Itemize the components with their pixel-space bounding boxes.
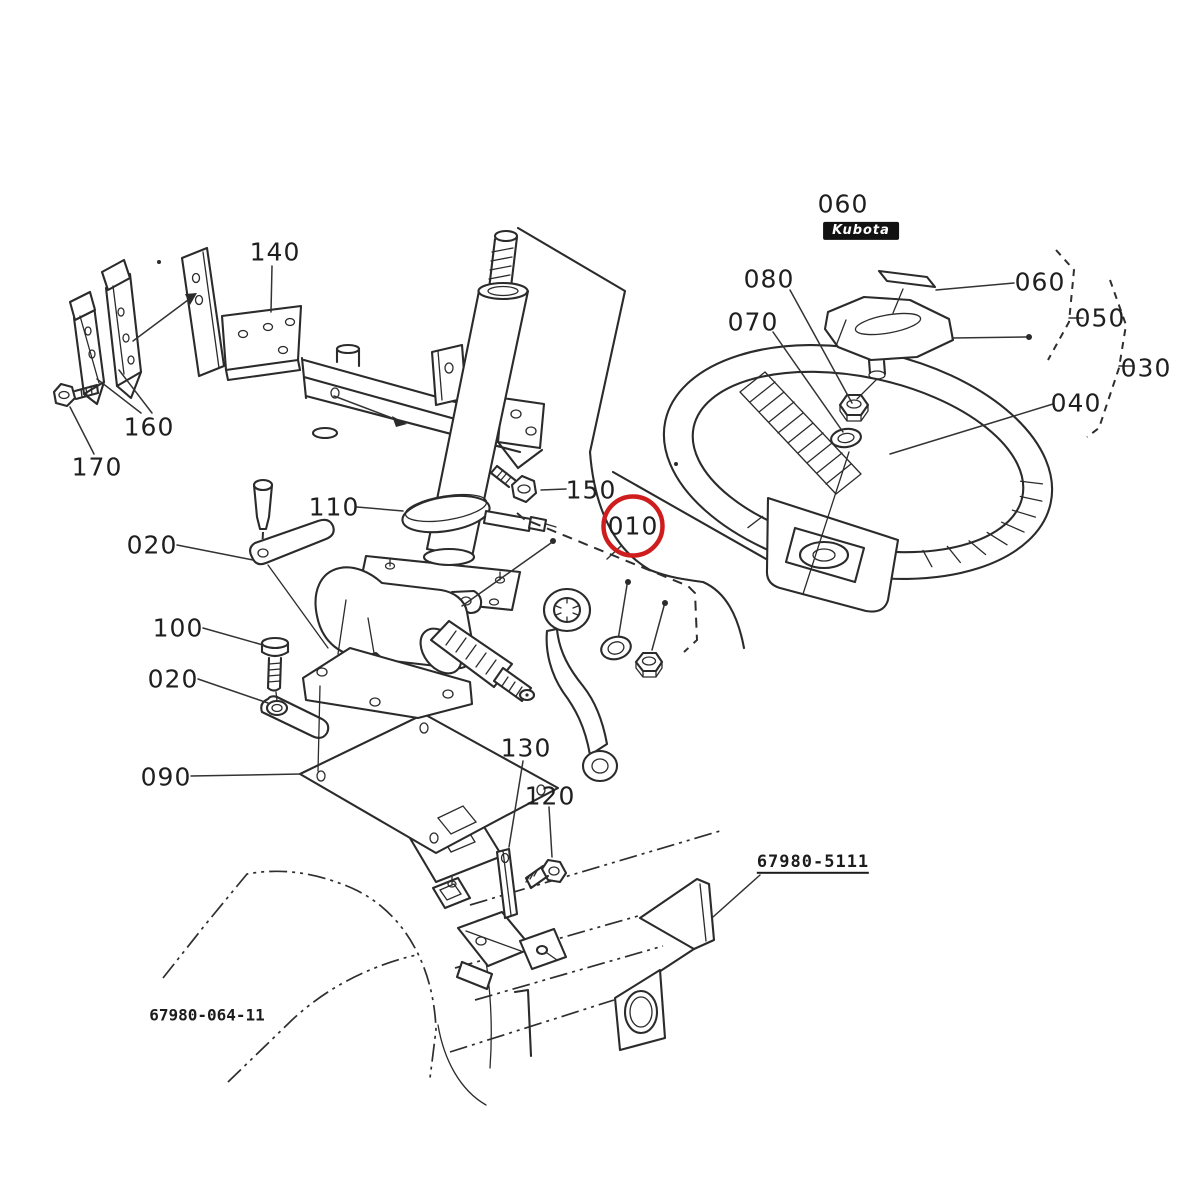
bolt-150-drawing — [489, 464, 538, 504]
strap-130-drawing — [495, 847, 519, 920]
pitman-arm-drawing — [542, 587, 619, 783]
fender-phantom-outline — [162, 870, 437, 1083]
panel-edge-lines — [437, 226, 805, 1106]
highlight-circle-010 — [601, 494, 665, 558]
group-bracket-030 — [1086, 279, 1133, 438]
pin-and-key-020-upper-drawing — [249, 478, 335, 649]
callout-020-lower: 020 — [147, 664, 199, 694]
drawing-number: 67980-064-11 — [149, 1005, 265, 1025]
frame-rail-drawing — [513, 877, 716, 1058]
callout-100: 100 — [152, 613, 204, 643]
callout-160: 160 — [123, 412, 175, 442]
brackets-160-drawing — [68, 258, 143, 406]
key-020-lower-drawing — [260, 691, 330, 739]
washer-070-drawing — [830, 427, 862, 449]
callout-070: 070 — [727, 307, 779, 337]
clamp-110-drawing — [401, 493, 557, 534]
part-010-dashed-outline — [461, 512, 699, 653]
callout-150: 150 — [565, 475, 617, 505]
column-support-beam-drawing — [300, 343, 546, 470]
steering-gear-box-drawing — [301, 547, 536, 720]
callout-170: 170 — [71, 452, 123, 482]
washer-010-drawing — [600, 635, 632, 661]
mounting-plate-090-drawing — [298, 712, 560, 855]
callout-110: 110 — [308, 492, 360, 522]
bolt-120-drawing — [524, 858, 568, 890]
bolt-100-drawing — [260, 636, 290, 692]
nut-010-drawing — [634, 651, 664, 678]
bolt-170-drawing — [52, 382, 100, 408]
callout-010-highlighted: 010 — [607, 511, 659, 541]
callout-060-title: 060 — [817, 189, 869, 219]
callout-120: 120 — [524, 781, 576, 811]
callout-040: 040 — [1050, 388, 1102, 418]
callout-090: 090 — [140, 762, 192, 792]
reference-dot — [157, 260, 161, 264]
callout-130: 130 — [500, 733, 552, 763]
callout-050: 050 — [1074, 303, 1126, 333]
frame-part-number: 67980-5111 — [756, 852, 870, 875]
callout-080: 080 — [743, 264, 795, 294]
reference-dot — [674, 462, 678, 466]
horn-cap-drawing — [823, 295, 955, 380]
callout-140: 140 — [249, 237, 301, 267]
leader-lines — [69, 265, 1054, 918]
steering-wheel-drawing — [662, 343, 1054, 613]
group-bracket-050 — [1047, 249, 1084, 361]
kubota-logo-badge: Kubota — [823, 221, 899, 241]
bracket-140-drawing — [180, 246, 303, 382]
cap-emblem-drawing — [877, 269, 937, 314]
callout-020-upper: 020 — [126, 530, 178, 560]
callout-030: 030 — [1120, 353, 1172, 383]
assembly-arrow — [392, 416, 407, 427]
callout-060-right: 060 — [1014, 267, 1066, 297]
